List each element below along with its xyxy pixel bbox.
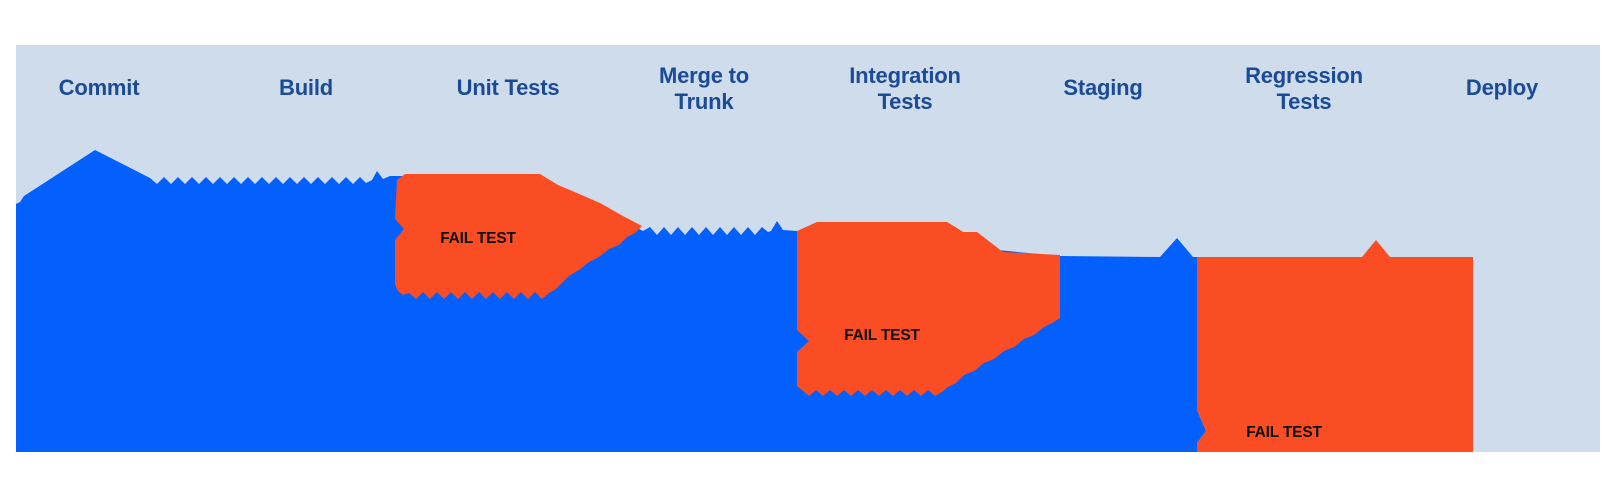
stage-label-integration-tests: Integration Tests	[849, 63, 961, 114]
stage-label-unit-tests: Unit Tests	[456, 75, 560, 100]
fail-blob-unit-tests	[395, 174, 642, 299]
stage-label-merge-to-trunk: Merge to Trunk	[658, 63, 750, 114]
stage-label-staging: Staging	[1063, 75, 1143, 100]
fail-test-label-integration-tests: FAIL TEST	[844, 327, 920, 344]
fail-test-label-unit-tests: FAIL TEST	[440, 230, 516, 247]
stage-label-regression-tests: Regression Tests	[1245, 63, 1363, 114]
fail-blob-regression-tests	[1197, 240, 1473, 452]
stage-label-deploy: Deploy	[1465, 75, 1539, 100]
stage-label-build: Build	[279, 75, 333, 100]
stage-label-commit: Commit	[58, 75, 140, 100]
fail-blob-integration-tests	[797, 222, 1060, 396]
fail-test-label-regression-tests: FAIL TEST	[1246, 424, 1322, 441]
